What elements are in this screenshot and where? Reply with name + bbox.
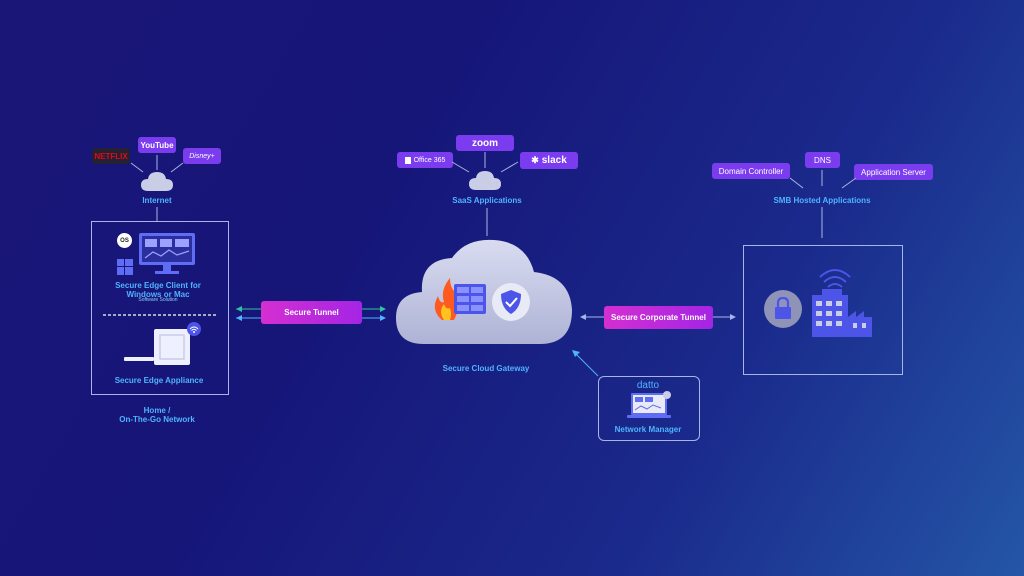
disney-plus-logo: Disney+ [183,148,221,164]
office365-icon [404,156,411,164]
gateway-label: Secure Cloud Gateway [442,364,530,373]
saas-label: SaaS Applications [452,196,522,205]
client-subtitle: Software Solution [138,297,178,303]
office-building-icon [812,269,872,337]
slack-label: slack [541,155,567,166]
youtube-logo: YouTube [138,137,176,153]
secure-tunnel-badge: Secure Tunnel [261,301,362,324]
shield-icon [492,283,530,321]
datto-logo: datto [636,380,660,391]
home-network-label-2: On-The-Go Network [119,415,195,424]
appliance-icon [124,322,201,365]
saas-cloud-icon [469,171,501,190]
network-manager-box [598,376,700,441]
home-network-label-1: Home / [143,406,171,415]
internet-label: Internet [142,196,172,205]
lock-icon [764,290,802,328]
monitor-icon [139,233,195,274]
slack-icon: ✱ [531,155,539,165]
netflix-logo: NETFLIX [92,148,130,164]
home-network-box [91,221,229,395]
macos-icon: OS [117,233,132,248]
application-server-pill: Application Server [854,164,933,180]
client-title: Secure Edge Client for Windows or Mac [115,281,201,299]
appliance-label: Secure Edge Appliance [114,376,204,385]
dns-pill: DNS [805,152,840,168]
laptop-icon [627,391,671,418]
smb-label: SMB Hosted Applications [773,196,871,205]
network-manager-label: Network Manager [614,425,682,434]
firewall-icon [434,278,486,320]
domain-controller-pill: Domain Controller [712,163,790,179]
corporate-tunnel-badge: Secure Corporate Tunnel [604,306,713,329]
zoom-pill: zoom [456,135,514,151]
office365-label: Office 365 [413,156,446,164]
slack-pill: ✱ slack [520,152,578,169]
windows-icon [117,259,133,275]
office365-pill: Office 365 [397,152,453,168]
internet-cloud-icon [141,172,173,191]
smb-box [743,245,903,375]
